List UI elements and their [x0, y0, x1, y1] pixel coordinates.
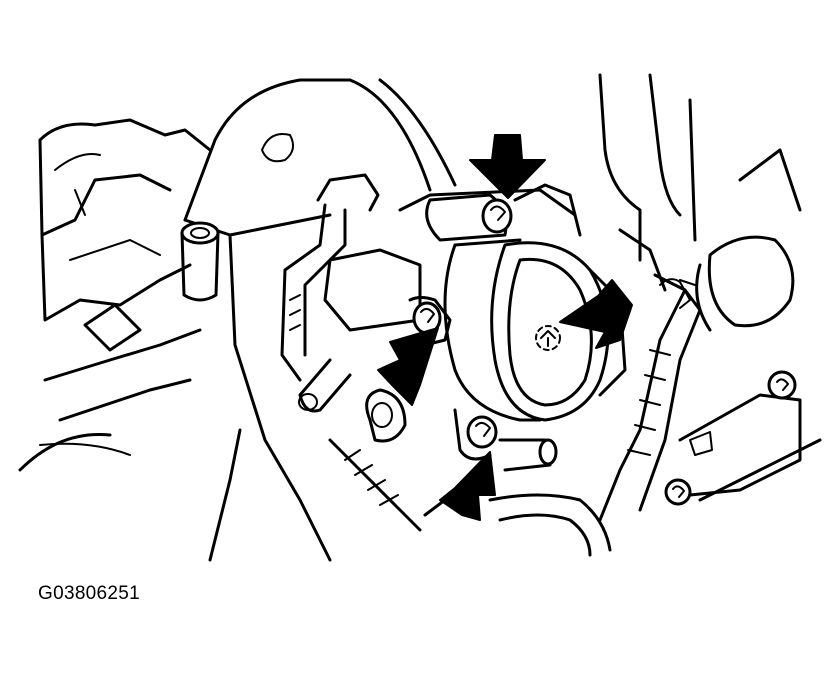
arrow-middle-left: [377, 327, 439, 406]
bottom-outlet-pipe: [365, 388, 558, 472]
lower-right-bracket: [664, 370, 822, 506]
engine-block-outline: [18, 118, 212, 472]
arrow-right: [559, 279, 633, 349]
pump-housing: [398, 188, 627, 422]
lower-harness: [328, 438, 612, 557]
arrow-bottom: [439, 451, 496, 521]
pointer-arrows: [377, 134, 633, 521]
mounting-post: [180, 221, 220, 302]
right-hoses: [598, 73, 802, 522]
top-hose-fitting: [425, 183, 582, 242]
middle-hose-fitting: [298, 296, 452, 413]
arrow-top: [469, 134, 546, 199]
figure-code-label: G03806251: [38, 583, 141, 604]
